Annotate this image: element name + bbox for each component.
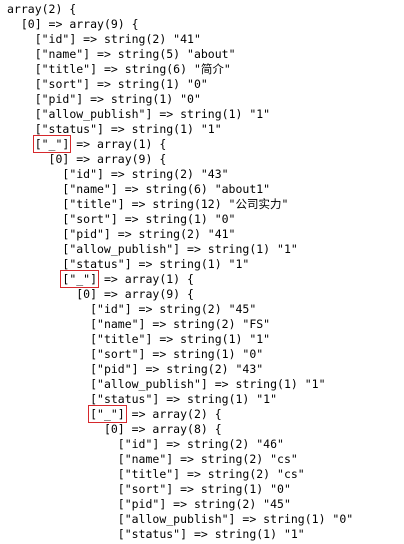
dump-line: [0] => array(9) { bbox=[7, 287, 353, 302]
dump-line-text: ["sort"] => string(1) "0" bbox=[34, 77, 208, 91]
dump-line-text: [0] => array(8) { bbox=[103, 422, 222, 436]
dump-line: ["name"] => string(5) "about" bbox=[7, 47, 353, 62]
dump-line-text: ["sort"] => string(1) "0" bbox=[90, 347, 264, 361]
dump-line-text: [0] => array(9) { bbox=[48, 152, 167, 166]
dump-line: ["title"] => string(2) "cs" bbox=[7, 467, 353, 482]
highlighted-children-key: ["_"] bbox=[32, 135, 72, 153]
dump-line: ["_"] => array(1) { bbox=[7, 135, 353, 153]
dump-line: array(2) { bbox=[7, 2, 353, 17]
dump-line-text: ["pid"] => string(2) "43" bbox=[90, 362, 264, 376]
dump-line-rest: => array(1) { bbox=[97, 272, 194, 286]
dump-line: ["name"] => string(2) "FS" bbox=[7, 317, 353, 332]
dump-line: [0] => array(8) { bbox=[7, 422, 353, 437]
dump-line-text: ["name"] => string(5) "about" bbox=[34, 47, 236, 61]
dump-line-text: ["status"] => string(1) "1" bbox=[90, 392, 278, 406]
dump-line-text: ["title"] => string(2) "cs" bbox=[117, 467, 305, 481]
dump-line-text: [0] => array(9) { bbox=[20, 17, 139, 31]
dump-line: ["status"] => string(1) "1" bbox=[7, 257, 353, 272]
dump-line-text: ["pid"] => string(2) "45" bbox=[117, 497, 291, 511]
dump-line-text: [0] => array(9) { bbox=[76, 287, 194, 301]
dump-line-text: ["sort"] => string(1) "0" bbox=[62, 212, 236, 226]
dump-line-text: ["status"] => string(1) "1" bbox=[34, 122, 222, 136]
dump-line: ["title"] => string(12) "公司实力" bbox=[7, 197, 353, 212]
dump-line-text: ["title"] => string(12) "公司实力" bbox=[62, 197, 289, 211]
dump-line: ["name"] => string(2) "cs" bbox=[7, 452, 353, 467]
dump-line-rest: => array(2) { bbox=[124, 407, 222, 421]
dump-line: ["pid"] => string(2) "43" bbox=[7, 362, 353, 377]
dump-line-text: ["allow_publish"] => string(1) "1" bbox=[62, 242, 298, 256]
dump-line: ["_"] => array(2) { bbox=[7, 405, 353, 423]
dump-line-text: ["allow_publish"] => string(1) "1" bbox=[34, 107, 271, 121]
dump-line: ["allow_publish"] => string(1) "1" bbox=[7, 377, 353, 392]
dump-line: ["allow_publish"] => string(1) "1" bbox=[7, 242, 353, 257]
dump-line-rest: => array(1) { bbox=[69, 137, 167, 151]
var-dump-output: array(2) { [0] => array(9) { ["id"] => s… bbox=[7, 2, 353, 542]
highlighted-children-key: ["_"] bbox=[60, 270, 99, 288]
dump-line-text: ["pid"] => string(2) "41" bbox=[62, 227, 236, 241]
dump-line-text: ["status"] => string(1) "1" bbox=[62, 257, 250, 271]
dump-line: ["allow_publish"] => string(1) "1" bbox=[7, 107, 353, 122]
dump-line-text: ["name"] => string(2) "FS" bbox=[90, 317, 271, 331]
dump-line: ["sort"] => string(1) "0" bbox=[7, 212, 353, 227]
dump-line: ["status"] => string(1) "1" bbox=[7, 527, 353, 542]
dump-line-text: ["id"] => string(2) "41" bbox=[34, 32, 201, 46]
dump-line: ["sort"] => string(1) "0" bbox=[7, 347, 353, 362]
dump-line: ["sort"] => string(1) "0" bbox=[7, 77, 353, 92]
dump-line-text: ["id"] => string(2) "46" bbox=[117, 437, 284, 451]
dump-line-text: ["sort"] => string(1) "0" bbox=[117, 482, 291, 496]
dump-line: ["pid"] => string(2) "41" bbox=[7, 227, 353, 242]
highlighted-children-key: ["_"] bbox=[88, 405, 127, 423]
dump-line-text: ["id"] => string(2) "45" bbox=[90, 302, 257, 316]
dump-line-text: ["title"] => string(6) "简介" bbox=[34, 62, 231, 76]
dump-line-text: ["name"] => string(2) "cs" bbox=[117, 452, 298, 466]
dump-line: ["name"] => string(6) "about1" bbox=[7, 182, 353, 197]
dump-line-text: ["title"] => string(1) "1" bbox=[90, 332, 271, 346]
dump-line: ["id"] => string(2) "46" bbox=[7, 437, 353, 452]
dump-line-text: array(2) { bbox=[7, 2, 77, 16]
dump-line: ["sort"] => string(1) "0" bbox=[7, 482, 353, 497]
dump-line: ["_"] => array(1) { bbox=[7, 270, 353, 288]
dump-line: ["id"] => string(2) "43" bbox=[7, 167, 353, 182]
dump-line: ["title"] => string(1) "1" bbox=[7, 332, 353, 347]
dump-line: [0] => array(9) { bbox=[7, 17, 353, 32]
dump-line: ["pid"] => string(2) "45" bbox=[7, 497, 353, 512]
dump-line-text: ["name"] => string(6) "about1" bbox=[62, 182, 271, 196]
dump-line: ["pid"] => string(1) "0" bbox=[7, 92, 353, 107]
dump-line: ["title"] => string(6) "简介" bbox=[7, 62, 353, 77]
dump-line-text: ["status"] => string(1) "1" bbox=[117, 527, 305, 541]
dump-line: ["id"] => string(2) "45" bbox=[7, 302, 353, 317]
dump-line: ["id"] => string(2) "41" bbox=[7, 32, 353, 47]
dump-line: [0] => array(9) { bbox=[7, 152, 353, 167]
dump-line-text: ["pid"] => string(1) "0" bbox=[34, 92, 201, 106]
dump-line: ["status"] => string(1) "1" bbox=[7, 122, 353, 137]
dump-line: ["allow_publish"] => string(1) "0" bbox=[7, 512, 353, 527]
dump-line-text: ["allow_publish"] => string(1) "1" bbox=[90, 377, 326, 391]
dump-line-text: ["id"] => string(2) "43" bbox=[62, 167, 229, 181]
dump-line-text: ["allow_publish"] => string(1) "0" bbox=[117, 512, 354, 526]
dump-line: ["status"] => string(1) "1" bbox=[7, 392, 353, 407]
